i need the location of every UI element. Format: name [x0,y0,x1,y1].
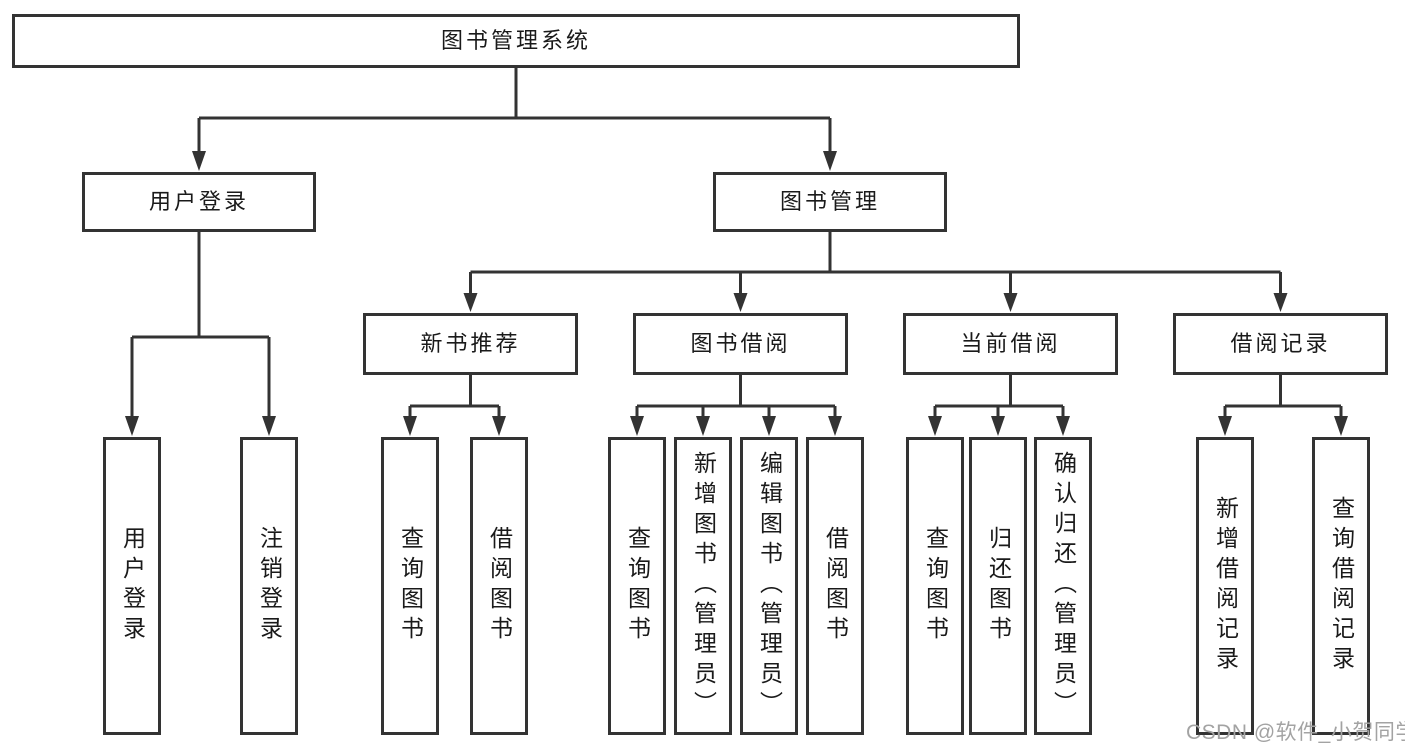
connector-borrow-records [1223,375,1343,418]
node-new-book-recommend-label: 新书推荐 [420,331,521,356]
connector-current-borrow [933,375,1065,418]
leaf-borrow-query-books: 查询图书 [608,437,666,735]
node-current-borrow: 当前借阅 [903,313,1118,375]
node-root-system-label: 图书管理系统 [440,28,591,53]
node-user-login: 用户登录 [82,172,316,232]
leaf-current-query-books: 查询图书 [906,437,964,735]
connector-new-book-recommend [408,375,501,418]
watermark: CSDN @软件_小贺同学 [1186,721,1405,744]
node-borrow-records-label: 借阅记录 [1230,331,1331,356]
node-book-borrow: 图书借阅 [633,313,848,375]
node-book-management-label: 图书管理 [779,189,880,214]
connector-user-login [130,232,271,418]
leaf-recommend-query-books-label: 查询图书 [397,526,424,646]
leaf-edit-books-admin: 编辑图书（管理员） [740,437,798,735]
leaf-recommend-borrow-books-label: 借阅图书 [486,526,513,646]
node-book-management: 图书管理 [713,172,947,232]
leaf-current-query-books-label: 查询图书 [922,526,949,646]
leaf-user-login-label: 用户登录 [119,526,146,646]
leaf-borrow-borrow-books-label: 借阅图书 [822,526,849,646]
leaf-user-login: 用户登录 [103,437,161,735]
leaf-add-books-admin: 新增图书（管理员） [674,437,732,735]
leaf-borrow-borrow-books: 借阅图书 [806,437,864,735]
leaf-borrow-query-books-label: 查询图书 [624,526,651,646]
leaf-confirm-return-admin: 确认归还（管理员） [1034,437,1092,735]
leaf-query-borrow-record-label: 查询借阅记录 [1328,496,1355,676]
connector-book-management [469,232,1282,294]
node-new-book-recommend: 新书推荐 [363,313,578,375]
arrowheads [125,151,1348,436]
node-current-borrow-label: 当前借阅 [960,331,1061,356]
leaf-recommend-query-books: 查询图书 [381,437,439,735]
leaf-add-books-admin-label: 新增图书（管理员） [690,451,717,721]
leaf-recommend-borrow-books: 借阅图书 [470,437,528,735]
leaf-confirm-return-admin-label: 确认归还（管理员） [1050,451,1077,721]
leaf-return-books: 归还图书 [969,437,1027,735]
leaf-edit-books-admin-label: 编辑图书（管理员） [756,451,783,721]
connector-root [197,68,832,153]
node-borrow-records: 借阅记录 [1173,313,1388,375]
leaf-logout-login-label: 注销登录 [256,526,283,646]
node-book-borrow-label: 图书借阅 [690,331,791,356]
leaf-add-borrow-record-label: 新增借阅记录 [1212,496,1239,676]
connector-book-borrow [635,375,837,418]
leaf-add-borrow-record: 新增借阅记录 [1196,437,1254,735]
node-root-system: 图书管理系统 [12,14,1020,68]
leaf-logout-login: 注销登录 [240,437,298,735]
node-user-login-label: 用户登录 [148,189,249,214]
leaf-return-books-label: 归还图书 [985,526,1012,646]
leaf-query-borrow-record: 查询借阅记录 [1312,437,1370,735]
